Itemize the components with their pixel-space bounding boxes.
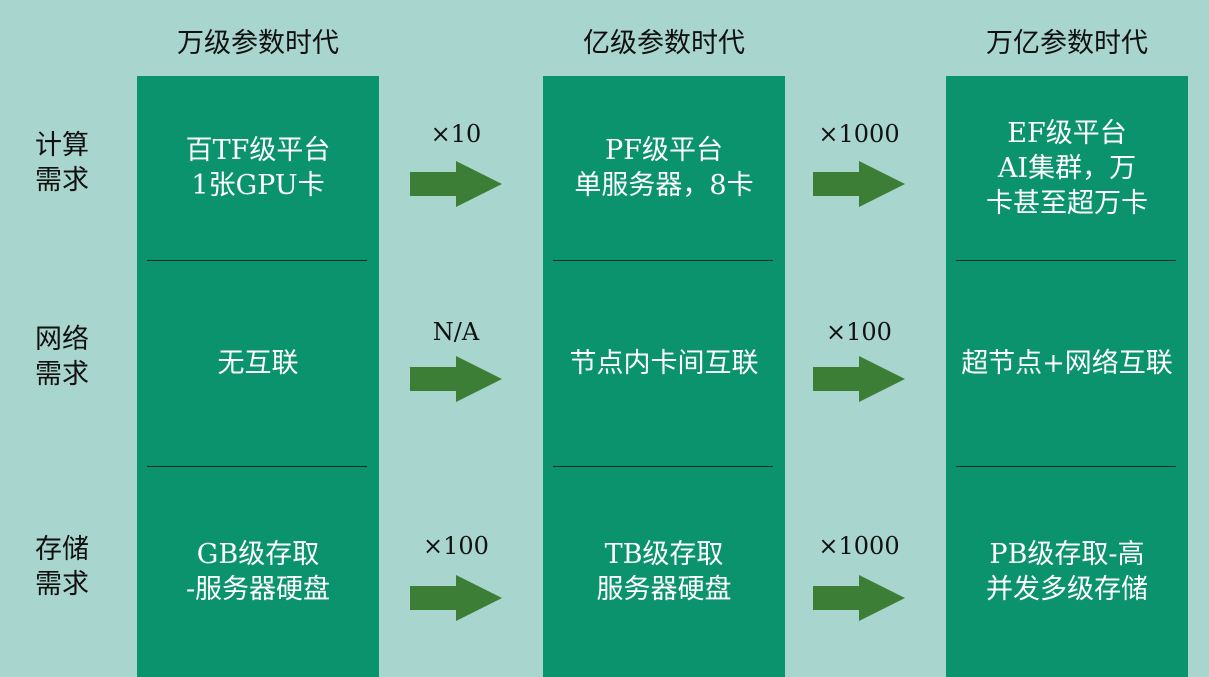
right-arrow-icon bbox=[813, 161, 905, 207]
era-title-wanji: 万级参数时代 bbox=[177, 28, 339, 59]
cell-wanyi-storage: PB级存取-高 并发多级存储 bbox=[986, 539, 1148, 605]
right-arrow-icon bbox=[813, 356, 905, 402]
row-divider bbox=[147, 260, 367, 261]
row-label-storage: 存储 需求 bbox=[35, 534, 89, 600]
factor-compute-1-2: ×10 bbox=[430, 120, 482, 148]
cell-yiji-network: 节点内卡间互联 bbox=[569, 348, 759, 379]
factor-compute-2-3: ×1000 bbox=[818, 120, 900, 148]
right-arrow-icon bbox=[410, 575, 502, 621]
row-label-compute: 计算 需求 bbox=[35, 130, 89, 196]
row-divider bbox=[147, 466, 367, 467]
cell-yiji-storage: TB级存取 服务器硬盘 bbox=[596, 539, 732, 605]
column-yiji: PF级平台 单服务器，8卡 节点内卡间互联 TB级存取 服务器硬盘 bbox=[543, 76, 785, 677]
era-title-wanyi: 万亿参数时代 bbox=[986, 28, 1148, 59]
row-divider bbox=[553, 260, 773, 261]
column-wanji: 百TF级平台 1张GPU卡 无互联 GB级存取 -服务器硬盘 bbox=[137, 76, 379, 677]
cell-wanji-network: 无互联 bbox=[217, 348, 299, 379]
right-arrow-icon bbox=[410, 161, 502, 207]
factor-storage-2-3: ×1000 bbox=[818, 532, 900, 560]
row-divider bbox=[956, 260, 1176, 261]
row-divider bbox=[553, 466, 773, 467]
factor-network-2-3: ×100 bbox=[826, 318, 892, 346]
cell-wanyi-compute: EF级平台 AI集群，万 卡甚至超万卡 bbox=[986, 117, 1148, 219]
cell-wanyi-network: 超节点+网络互联 bbox=[961, 348, 1173, 379]
cell-yiji-compute: PF级平台 单服务器，8卡 bbox=[574, 135, 754, 201]
row-label-network: 网络 需求 bbox=[35, 324, 89, 390]
era-title-yiji: 亿级参数时代 bbox=[583, 28, 745, 59]
row-divider bbox=[956, 466, 1176, 467]
right-arrow-icon bbox=[813, 575, 905, 621]
cell-wanji-storage: GB级存取 -服务器硬盘 bbox=[185, 539, 331, 605]
right-arrow-icon bbox=[410, 356, 502, 402]
column-wanyi: EF级平台 AI集群，万 卡甚至超万卡 超节点+网络互联 PB级存取-高 并发多… bbox=[946, 76, 1188, 677]
factor-storage-1-2: ×100 bbox=[423, 532, 489, 560]
factor-network-1-2: N/A bbox=[432, 318, 480, 346]
cell-wanji-compute: 百TF级平台 1张GPU卡 bbox=[185, 135, 331, 201]
